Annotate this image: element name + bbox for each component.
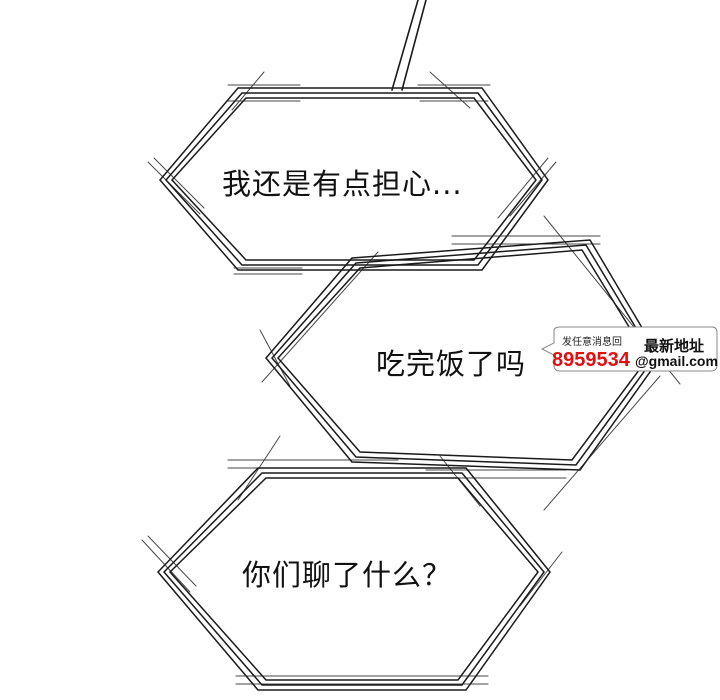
watermark-bubble-shape xyxy=(540,326,718,372)
bubble-tail xyxy=(391,0,427,91)
speech-bubble-text-worried: 我还是有点担心... xyxy=(222,167,463,201)
watermark-mail: @gmail.com xyxy=(635,353,718,369)
speech-bubble-text-eaten: 吃完饭了吗 xyxy=(376,347,527,381)
watermark-right-label: 最新地址 xyxy=(644,337,705,355)
watermark-badge: 发任意消息回 最新地址 8959534 @gmail.com xyxy=(540,325,718,373)
watermark-number: 8959534 xyxy=(552,349,630,371)
watermark-top-line: 发任意消息回 xyxy=(562,337,622,348)
hexagon-outline-middle xyxy=(265,239,661,471)
speech-bubble-text-chat: 你们聊了什么？ xyxy=(242,558,453,592)
